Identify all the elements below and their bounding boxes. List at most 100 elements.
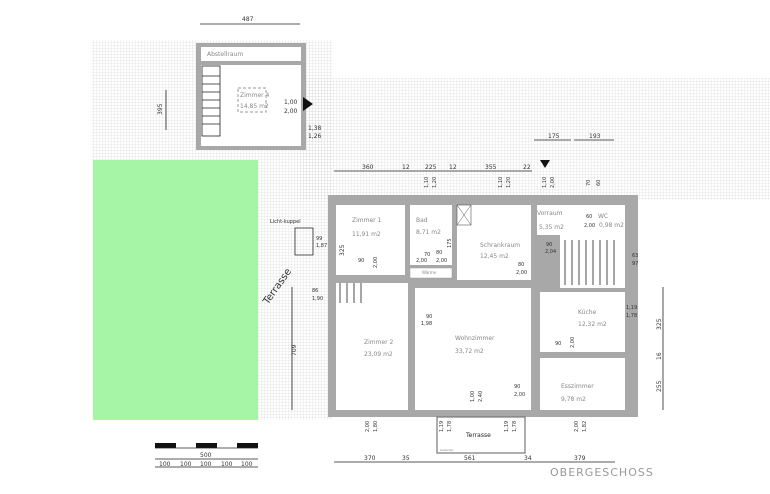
dim-schrank-door-w: 80	[518, 262, 524, 268]
dim-bad-door2-h: 2,00	[436, 258, 447, 264]
shower-icon	[456, 204, 472, 226]
dim-top-win3-h: 60	[596, 180, 602, 186]
dim-top-right-1: 193	[589, 133, 601, 140]
room-area-esszimmer: 9,78 m2	[561, 396, 586, 403]
dim-top-door-h: 2,00	[550, 177, 556, 188]
dim-vor-a-h: 2,04	[545, 249, 556, 255]
dim-wc-door-h: 2,00	[584, 223, 595, 229]
floor-title: OBERGESCHOSS	[550, 466, 654, 479]
dim-ess-door-h: 2,00	[514, 392, 525, 398]
scale-segment: 100	[159, 461, 171, 468]
terrace-bottom	[436, 416, 526, 454]
dim-bw2-h: 1,78	[447, 421, 453, 432]
dim-kueche-win-w: 1,19	[626, 305, 637, 311]
dim-top-win1-h: 1,20	[432, 177, 438, 188]
dim-z4-win-h: 1,26	[308, 133, 322, 140]
dim-top-4: 355	[485, 164, 497, 171]
dim-ess-door-w: 90	[514, 384, 520, 390]
dim-bad-door2-w: 80	[436, 250, 442, 256]
dim-top-win1-w: 1,10	[424, 177, 430, 188]
room-label-terrasse: Terrasse	[465, 432, 491, 439]
dim-kueche-win-h: 1,78	[626, 313, 637, 319]
dim-stair-h: 1,90	[312, 296, 323, 302]
room-area-wc: 0,98 m2	[599, 222, 624, 229]
stairs-icon	[201, 65, 221, 137]
room-area-schrankraum: 12,45 m2	[480, 253, 509, 260]
dim-bottom-4: 379	[574, 455, 586, 462]
dim-zimmer1-height: 325	[339, 244, 346, 256]
dim-lk-h: 1,87	[316, 243, 327, 249]
annex-zimmer4	[165, 23, 313, 150]
dim-right-0: 325	[656, 318, 663, 330]
dim-terr-door-w: 1,00	[470, 391, 476, 402]
dim-right-1: 16	[656, 352, 663, 360]
dim-bw1-w: 2,00	[365, 421, 371, 432]
dim-top-door-w: 1,10	[542, 177, 548, 188]
dim-bottom-3: 34	[524, 455, 532, 462]
scale-total: 500	[200, 452, 212, 459]
scale-segment: 100	[180, 461, 192, 468]
dim-bw2-w: 1,19	[439, 421, 445, 432]
dim-terr-door-h: 2,40	[478, 391, 484, 402]
dim-kueche-door-h: 2,00	[570, 337, 576, 348]
dim-top-0: 360	[362, 164, 374, 171]
terrain-grid-top	[300, 78, 770, 200]
room-area-zimmer4: 14,85 m2	[240, 103, 269, 110]
dim-annex-width: 487	[242, 16, 254, 23]
dim-top-win2-h: 1,20	[506, 177, 512, 188]
dim-z1-door-h: 2,00	[373, 257, 379, 268]
dim-bw4-h: 1,82	[582, 421, 588, 432]
dim-bw4-w: 2,00	[574, 421, 580, 432]
room-area-zimmer2: 23,09 m2	[364, 351, 393, 358]
room-area-vorraum: 5,35 m2	[539, 224, 564, 231]
dim-top-1: 12	[402, 164, 410, 171]
dim-stair-win-w: 63	[632, 253, 638, 259]
dim-bottom-1: 35	[402, 455, 410, 462]
dim-top-win3-w: 70	[586, 180, 592, 186]
dim-z4-door-h: 2,00	[284, 108, 298, 115]
room-area-zimmer1: 11,91 m2	[352, 231, 381, 238]
scale-segment: 100	[200, 461, 212, 468]
room-label-abstellraum: Abstellraum	[207, 51, 243, 58]
room-label-vorraum: Vorraum	[537, 210, 563, 217]
entrance-arrow-icon	[303, 97, 313, 111]
dim-top-3: 12	[449, 164, 457, 171]
dim-bw3-h: 1,78	[512, 421, 518, 432]
scale-segment: 100	[241, 461, 253, 468]
room-label-wc: WC	[598, 213, 608, 220]
scale-segment: 100	[221, 461, 233, 468]
dim-top-win2-w: 1,10	[498, 177, 504, 188]
dim-terrace-side: 709	[291, 344, 298, 356]
room-label-zimmer2: Zimmer 2	[364, 339, 394, 346]
dim-bad-door1-h: 2,00	[416, 258, 427, 264]
room-area-bad: 8,71 m2	[416, 229, 441, 236]
dim-schrank-door-h: 2,00	[516, 270, 527, 276]
room-label-esszimmer: Esszimmer	[561, 383, 594, 390]
label-waerme: Wärme	[422, 270, 437, 275]
dim-z2-door-h: 1,98	[421, 321, 432, 327]
label-lichtkuppel: Licht-kuppel	[270, 219, 301, 225]
dim-bw3-w: 1,19	[504, 421, 510, 432]
stairs-icon	[339, 240, 615, 303]
room-label-bad: Bad	[416, 217, 428, 224]
room-label-wohnzimmer: Wohnzimmer	[455, 335, 495, 342]
dim-annex-height: 395	[157, 103, 164, 115]
dim-kueche-door-w: 90	[555, 341, 561, 347]
room-area-kueche: 12,32 m2	[578, 321, 607, 328]
dim-right-2: 255	[656, 380, 663, 392]
dim-bw1-h: 1,80	[373, 421, 379, 432]
room-label-kueche: Küche	[578, 309, 597, 316]
scale-bar	[155, 443, 258, 468]
dim-top-2: 225	[425, 164, 437, 171]
dim-top-5: 22	[523, 164, 531, 171]
dim-z4-door-w: 1,00	[284, 99, 298, 106]
dim-vor-a-w: 90	[546, 242, 552, 248]
dim-bottom-0: 370	[364, 455, 376, 462]
room-area-wohnzimmer: 33,72 m2	[455, 348, 484, 355]
dim-bottom-2: 561	[464, 455, 476, 462]
dim-stair-win-h: 97	[632, 261, 638, 267]
dim-stair-w: 86	[312, 288, 318, 294]
label-gelaender: Geländer	[440, 448, 454, 452]
entrance-arrow-icon	[540, 160, 550, 168]
